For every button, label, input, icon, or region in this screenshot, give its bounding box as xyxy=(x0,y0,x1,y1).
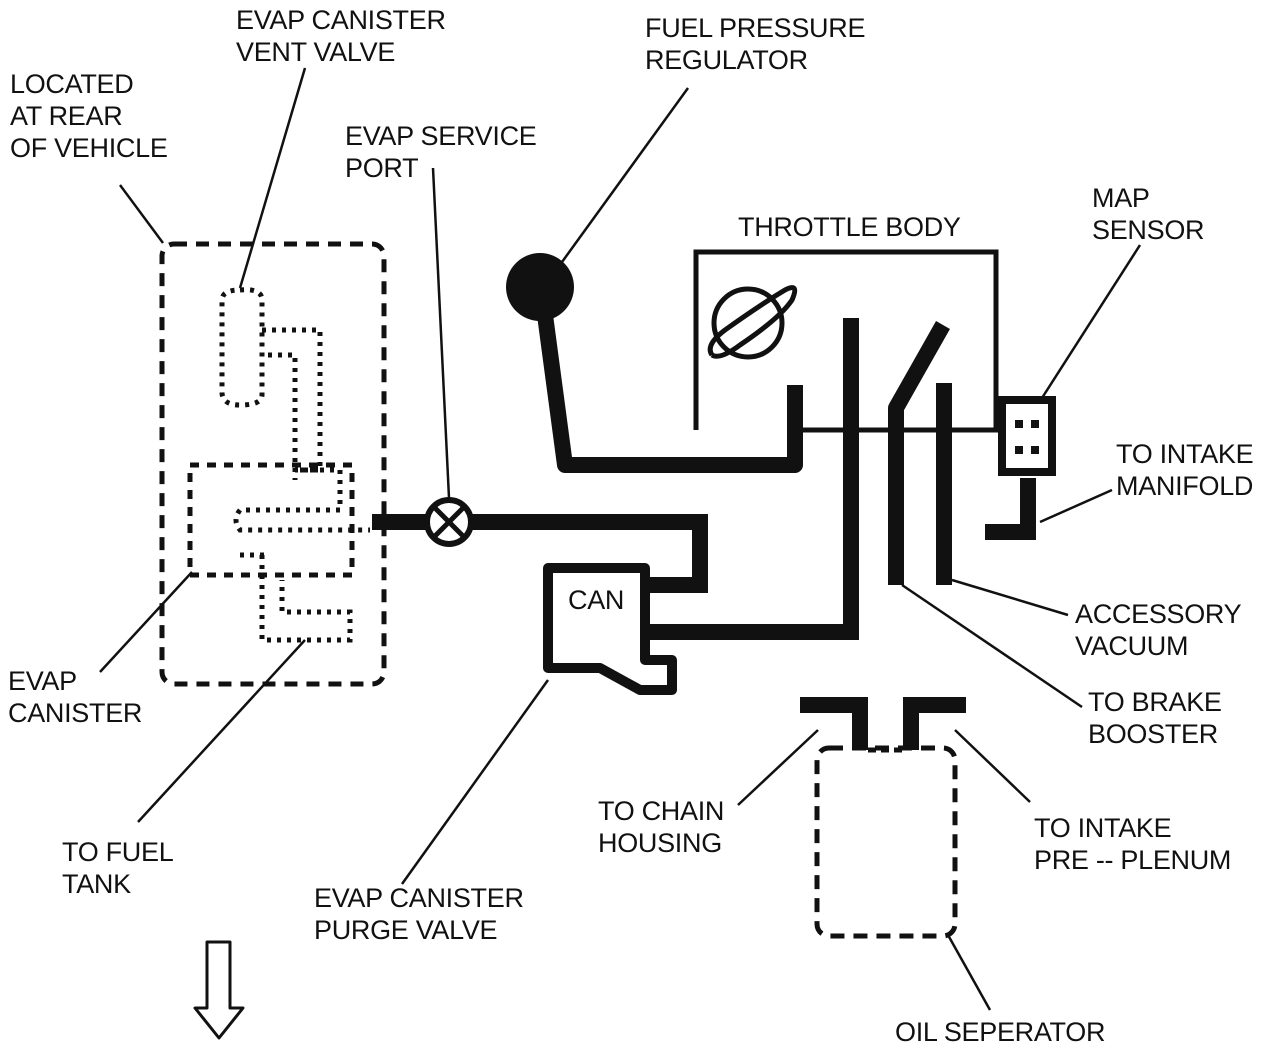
hose-regulator-to-throttle xyxy=(537,313,803,473)
vent-valve-loop xyxy=(219,287,265,408)
throttle-plate-icon xyxy=(707,285,798,360)
hose-can-to-throttle xyxy=(650,318,859,640)
throttle-body-box xyxy=(693,249,999,430)
service-port-valve-icon xyxy=(424,497,474,547)
label-can: CAN xyxy=(568,585,625,615)
vent-valve-hose xyxy=(262,327,323,473)
map-sensor-pin xyxy=(1031,420,1039,428)
map-sensor-pin xyxy=(1031,446,1039,454)
label-oil-separator: OIL SEPERATOR xyxy=(895,1017,1106,1047)
canister-inner-route-b xyxy=(259,555,353,643)
map-sensor-pin xyxy=(1015,420,1023,428)
tube-brake-booster xyxy=(888,321,950,585)
evap-canister-box xyxy=(187,462,355,578)
hose-port-to-purge xyxy=(471,514,708,593)
map-sensor xyxy=(998,396,1056,476)
leader-lines xyxy=(99,67,1142,1011)
oil-sep-tube-left xyxy=(800,697,868,750)
down-arrow-icon xyxy=(193,940,245,1040)
hose-map-to-manifold xyxy=(985,478,1036,540)
oil-sep-tube-right xyxy=(903,697,966,750)
canister-inner-route xyxy=(233,467,370,533)
map-sensor-pin xyxy=(1015,446,1023,454)
rear-enclosure xyxy=(159,241,387,687)
fuel-pressure-regulator-body xyxy=(506,253,574,321)
purge-valve-can xyxy=(543,563,677,695)
label-throttle-body: THROTTLE BODY xyxy=(738,212,961,242)
oil-separator-box xyxy=(814,745,958,939)
vent-valve-hose-b xyxy=(268,352,298,480)
